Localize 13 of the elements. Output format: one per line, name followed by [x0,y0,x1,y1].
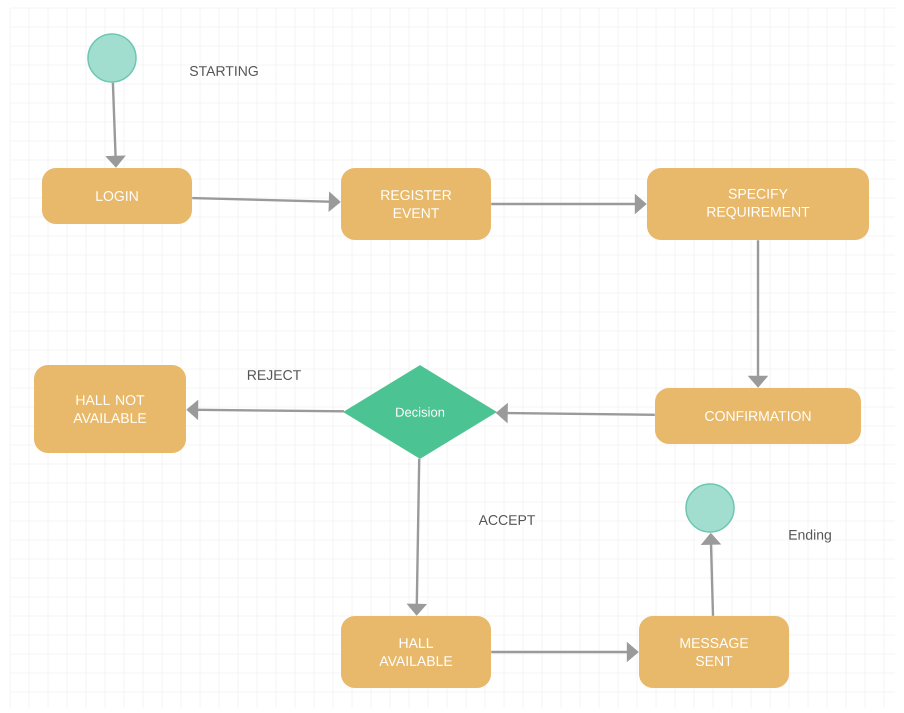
process-box: MESSAGE SENT [639,616,789,688]
process-box: HALL AVAILABLE [341,616,491,688]
process-box: HALL NOT AVAILABLE [34,365,186,453]
edge-label: REJECT [248,370,301,380]
process-box: CONFIRMATION [655,388,861,444]
node-caption: STARTING [190,66,258,76]
process-box: SPECIFY REQUIREMENT [647,168,869,240]
process-box: LOGIN [42,168,192,224]
end-circle [685,483,735,533]
edge-label: ACCEPT [478,515,536,525]
node-caption: Ending [789,529,831,543]
process-box: REGISTER EVENT [341,168,491,240]
start-circle [87,33,137,83]
